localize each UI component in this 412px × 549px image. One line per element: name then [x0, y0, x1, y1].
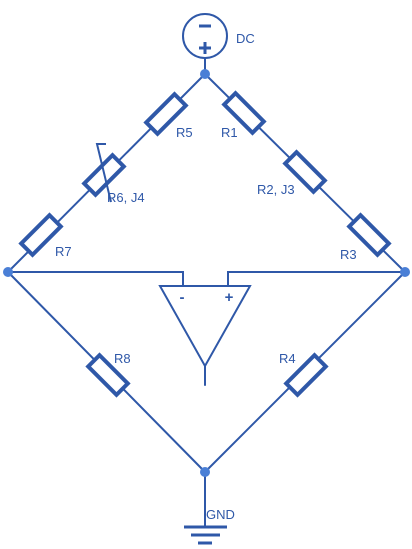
resistor-r5	[143, 91, 189, 137]
label-r8: R8	[114, 351, 131, 366]
node-bottom	[200, 467, 210, 477]
wire-opamp-inverting	[7, 271, 184, 287]
label-r3: R3	[340, 247, 357, 262]
dc-source	[182, 13, 228, 59]
label-r2: R2, J3	[257, 182, 295, 197]
resistor-r3	[346, 212, 392, 258]
resistor-r8	[85, 352, 131, 398]
label-r4: R4	[279, 351, 296, 366]
ground-symbol	[184, 525, 227, 545]
opamp-minus-sign: -	[180, 289, 185, 306]
wire-opamp-noninverting	[227, 271, 406, 287]
node-left	[3, 267, 13, 277]
node-top	[200, 69, 210, 79]
label-r6: R6, J4	[107, 190, 145, 205]
label-r5: R5	[176, 125, 193, 140]
gnd-label: GND	[206, 507, 235, 522]
op-amp: - +	[158, 285, 252, 369]
node-right	[400, 267, 410, 277]
label-r1: R1	[221, 125, 238, 140]
resistor-r7	[18, 212, 64, 258]
resistor-r2	[282, 149, 328, 195]
resistor-r1	[221, 90, 267, 136]
resistor-r4	[283, 352, 329, 398]
label-r7: R7	[55, 244, 72, 259]
r6-adjust-arrow	[95, 143, 112, 203]
dc-label: DC	[236, 31, 255, 46]
opamp-plus-sign: +	[225, 289, 234, 306]
